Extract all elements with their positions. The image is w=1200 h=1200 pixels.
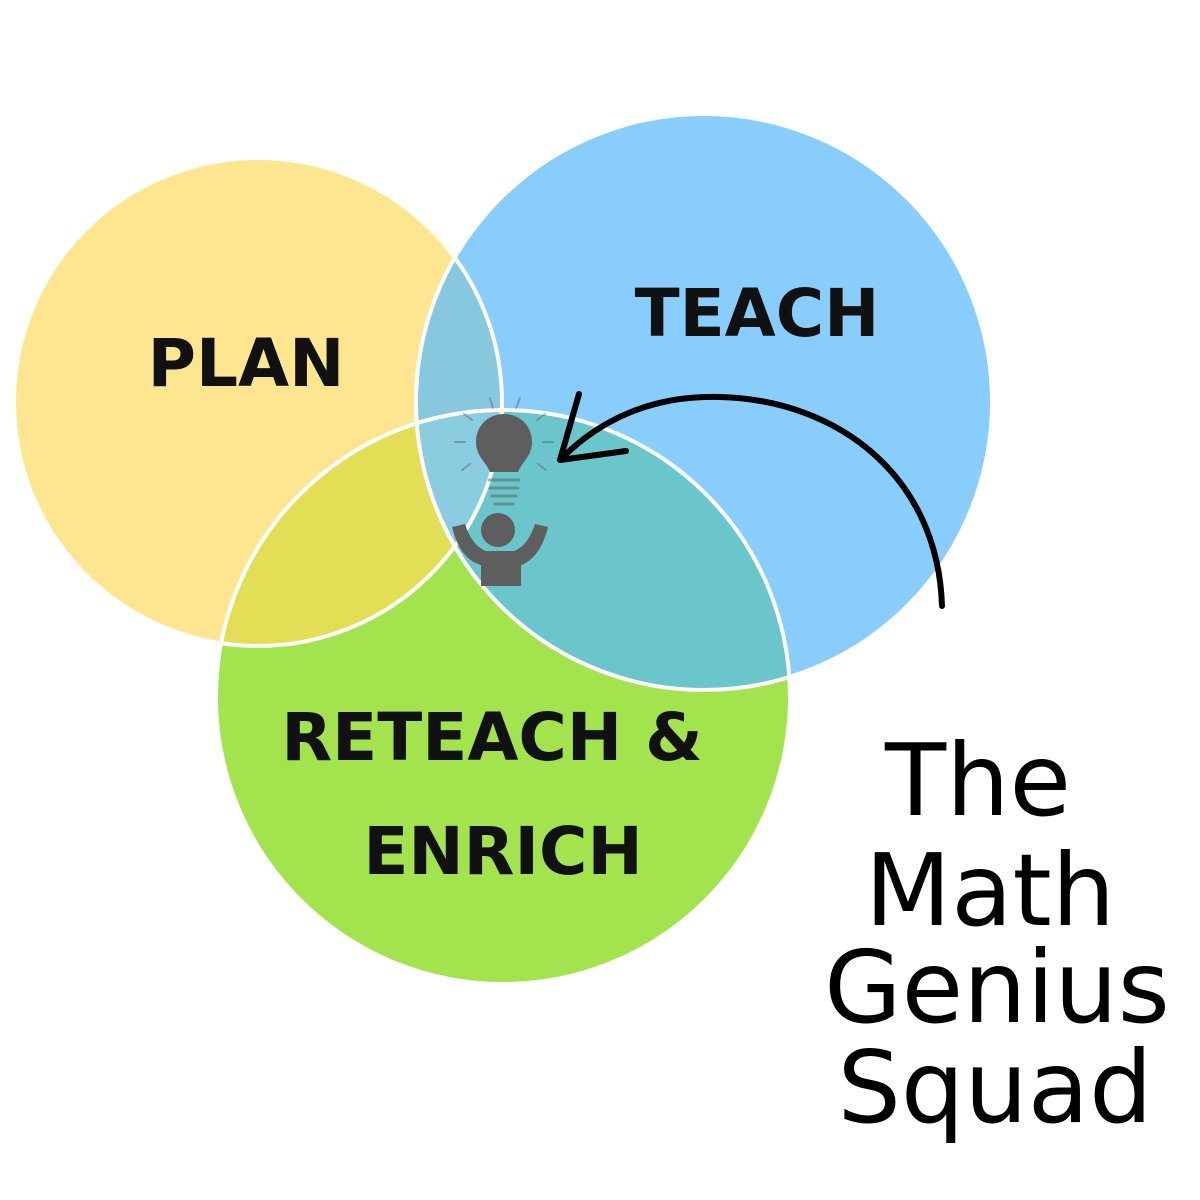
curved-arrow <box>557 391 945 609</box>
brand-line-the: The <box>884 722 1071 839</box>
brand-line-genius: Genius <box>824 929 1170 1046</box>
person-cheering-icon <box>452 513 548 586</box>
plan-label: PLAN <box>148 325 345 402</box>
enrich-label: ENRICH <box>363 813 642 890</box>
brand-wordmark: The Math Genius Squad <box>824 722 1170 1146</box>
brand-line-math: Math <box>865 832 1115 949</box>
plan-reteach-overlap <box>216 410 502 646</box>
brand-line-squad: Squad <box>837 1029 1152 1146</box>
reteach-label: RETEACH & <box>281 699 702 776</box>
circle-outlines <box>12 112 994 986</box>
lightbulb-icon <box>454 397 554 506</box>
teach-reteach-overlap <box>416 410 790 690</box>
teach-label: TEACH <box>635 275 880 352</box>
